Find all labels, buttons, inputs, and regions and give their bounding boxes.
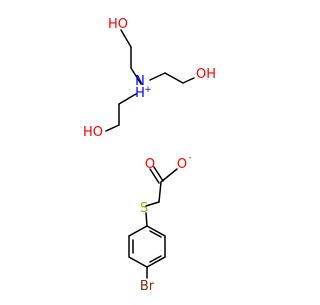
carboxyl-oxygen-double-label: O: [145, 157, 155, 172]
oxygen-top-label: HO: [108, 17, 128, 32]
molecule-canvas: HO OH HO N H + O O - S Br: [0, 0, 300, 300]
bond-c2-o1: [120, 29, 132, 48]
bromophenylthioacetate: O O - S Br: [128, 153, 192, 294]
bromine-label: Br: [140, 279, 155, 294]
ring-double-2: [149, 255, 162, 263]
bond-c6-o3: [105, 124, 120, 132]
bond-c-o-minus: [160, 168, 178, 183]
bond-c-o-double-b: [149, 168, 160, 184]
background: [0, 0, 300, 300]
nitrogen-hydrogen-label: H: [135, 86, 145, 101]
bond-n-c1: [130, 67, 142, 85]
oxygen-right-label: OH: [196, 67, 216, 82]
ring-double-1: [149, 230, 162, 238]
bond-s-ring: [145, 212, 148, 227]
bond-n-c5: [118, 93, 137, 105]
carboxyl-charge-label: -: [188, 153, 191, 163]
bond-ch2-s: [145, 201, 160, 207]
carboxyl-oxygen-minus-label: O: [177, 157, 187, 172]
bond-c3-c4: [164, 72, 184, 84]
bond-n-c3: [149, 72, 166, 81]
sulfur-label: S: [140, 201, 148, 216]
bond-c-ch2: [158, 181, 162, 203]
nitrogen-charge-label: +: [144, 85, 152, 95]
triethanolammonium: HO OH HO N H +: [83, 17, 216, 140]
structure-drawing: HO OH HO N H + O O - S Br: [0, 0, 300, 300]
bond-c-o-double-a: [153, 166, 164, 182]
nitrogen-label: N: [135, 74, 145, 89]
bond-c4-o2: [182, 77, 195, 84]
oxygen-left-label: HO: [83, 125, 103, 140]
